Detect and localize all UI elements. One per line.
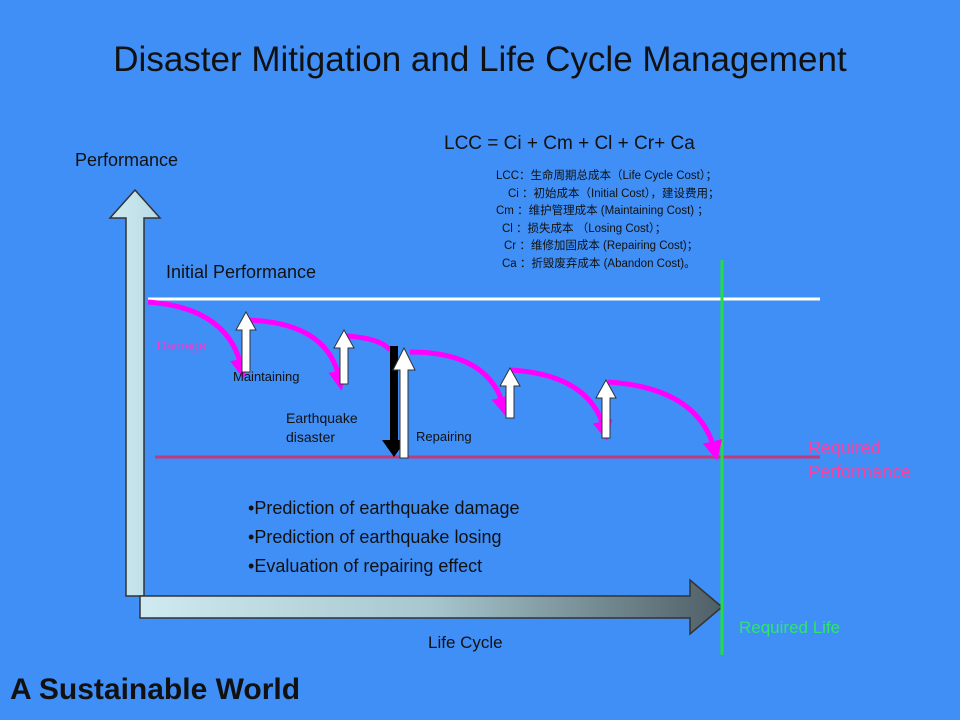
bullet-item: Evaluation of repairing effect [248,552,520,581]
repairing-arrow [392,346,416,459]
lcc-formula: LCC = Ci + Cm + Cl + Cr+ Ca [444,133,695,154]
decay-curve-3 [345,333,392,352]
definition-ca: Ca ：折毁废弃成本 (Abandon Cost)。 [502,257,696,270]
decay-curve-4 [409,349,512,417]
slide-title: Disaster Mitigation and Life Cycle Manag… [113,40,847,79]
repairing-label: Repairing [416,429,472,444]
damage-label: Damage [157,338,207,353]
definition-lcc: LCC：生命周期总成本（Life Cycle Cost）； [496,170,718,182]
definition-cl: Cl ：损失成本 （Losing Cost）； [502,222,667,235]
decay-curve-2 [245,317,349,391]
required-life-label: Required Life [739,618,841,637]
y-axis-arrow [108,188,162,597]
maintaining-arrow-4 [595,378,617,439]
definition-ci: Ci ：初始成本（Initial Cost），建设费用； [508,187,720,200]
y-axis-label: Performance [75,150,179,170]
bullet-item: Prediction of earthquake losing [248,523,520,552]
definition-cm: Cm ：维护管理成本 (Maintaining Cost) ； [496,205,709,218]
x-axis-arrow [139,578,724,636]
bullet-item: Prediction of earthquake damage [248,494,519,523]
earthquake-disaster-label: Earthquake disaster [286,410,358,445]
decay-curve-1 [147,299,250,379]
decay-curve-5 [510,367,613,441]
cost-definitions: LCC：生命周期总成本（Life Cycle Cost）； Ci ：初始成本（I… [496,168,720,274]
earthquake-arrow [382,346,406,457]
footer-slogan: A Sustainable World [10,673,301,706]
bullet-list: Prediction of earthquake damage Predicti… [248,494,520,581]
definition-cr: Cr ：维修加固成本 (Repairing Cost)； [504,240,699,253]
decay-curve-6 [607,379,723,461]
maintaining-arrow-1 [235,310,257,373]
maintaining-arrow-2 [333,328,355,385]
maintaining-label: Maintaining [233,369,300,384]
x-axis-label: Life Cycle [428,633,503,652]
maintaining-arrow-3 [499,366,521,419]
initial-performance-label: Initial Performance [166,262,317,282]
required-performance-label: Required Performance [808,438,912,482]
